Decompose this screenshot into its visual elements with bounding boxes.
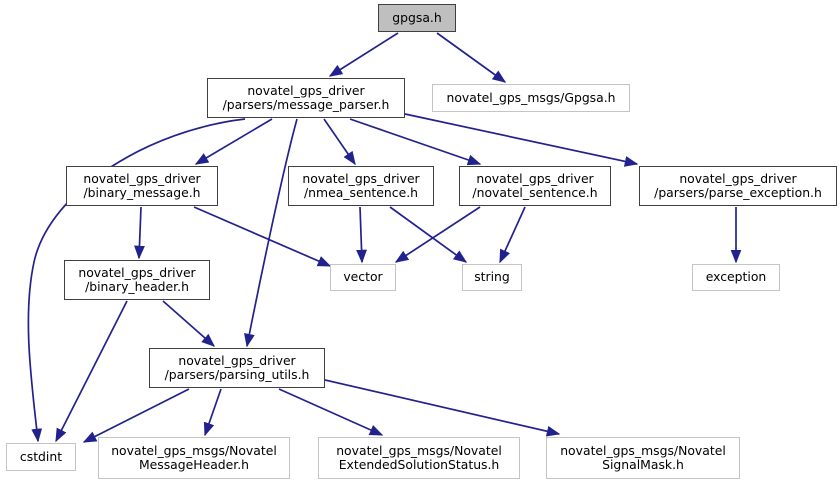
node-label-binary_header: novatel_gps_driver /binary_header.h — [78, 264, 196, 294]
node-ext_status[interactable]: novatel_gps_msgs/Novatel ExtendedSolutio… — [318, 437, 520, 479]
node-label-message_parser: novatel_gps_driver /parsers/message_pars… — [222, 82, 390, 112]
node-label-parsing_utils: novatel_gps_driver /parsers/parsing_util… — [164, 352, 310, 382]
edge-message_parser-to-parsing_utils — [244, 118, 298, 348]
edge-message_parser-to-binary_message — [194, 118, 273, 165]
node-exception[interactable]: exception — [692, 264, 780, 291]
edge-parsing_utils-to-cstdint — [82, 388, 190, 443]
node-label-gpgsa_msg: novatel_gps_msgs/Gpgsa.h — [446, 89, 616, 105]
node-label-binary_message: novatel_gps_driver /binary_message.h — [83, 170, 201, 200]
edge-binary_header-to-parsing_utils — [162, 300, 216, 347]
node-binary_header[interactable]: novatel_gps_driver /binary_header.h — [64, 260, 210, 300]
edge-novatel_sentence-to-string — [499, 206, 526, 264]
edge-gpgsa-to-gpgsa_msg — [436, 32, 507, 83]
node-cstdint[interactable]: cstdint — [6, 443, 76, 471]
edge-binary_header-to-cstdint — [55, 300, 128, 443]
node-gpgsa[interactable]: gpgsa.h — [378, 4, 456, 32]
node-label-ext_status: novatel_gps_msgs/Novatel ExtendedSolutio… — [336, 442, 502, 472]
node-parse_exception[interactable]: novatel_gps_driver /parsers/parse_except… — [639, 166, 837, 206]
edge-parsing_utils-to-signal_mask — [324, 379, 561, 437]
node-vector[interactable]: vector — [330, 264, 396, 291]
node-label-gpgsa: gpgsa.h — [392, 9, 442, 25]
node-label-nmea_sentence: novatel_gps_driver /nmea_sentence.h — [302, 170, 420, 200]
edge-parsing_utils-to-msg_header — [203, 388, 222, 437]
edge-nmea_sentence-to-vector — [356, 206, 367, 264]
node-label-string: string — [474, 269, 510, 285]
node-parsing_utils[interactable]: novatel_gps_driver /parsers/parsing_util… — [149, 348, 325, 388]
node-nmea_sentence[interactable]: novatel_gps_driver /nmea_sentence.h — [288, 166, 434, 206]
edge-message_parser-to-novatel_sentence — [349, 118, 482, 166]
edge-novatel_sentence-to-vector — [394, 206, 481, 263]
node-novatel_sentence[interactable]: novatel_gps_driver /novatel_sentence.h — [459, 166, 611, 206]
edge-binary_message-to-vector — [193, 206, 332, 267]
node-binary_message[interactable]: novatel_gps_driver /binary_message.h — [66, 166, 218, 206]
edge-parsing_utils-to-ext_status — [278, 388, 384, 436]
node-label-msg_header: novatel_gps_msgs/Novatel MessageHeader.h — [111, 442, 277, 472]
edge-gpgsa-to-message_parser — [328, 32, 399, 77]
node-msg_header[interactable]: novatel_gps_msgs/Novatel MessageHeader.h — [98, 437, 290, 479]
node-label-novatel_sentence: novatel_gps_driver /novatel_sentence.h — [472, 170, 598, 200]
node-gpgsa_msg[interactable]: novatel_gps_msgs/Gpgsa.h — [432, 84, 630, 112]
node-label-signal_mask: novatel_gps_msgs/Novatel SignalMask.h — [560, 442, 726, 472]
edge-binary_message-to-binary_header — [134, 206, 145, 260]
node-signal_mask[interactable]: novatel_gps_msgs/Novatel SignalMask.h — [546, 437, 740, 479]
node-string[interactable]: string — [462, 264, 522, 291]
edge-nmea_sentence-to-string — [389, 206, 468, 263]
edge-message_parser-to-parse_exception — [404, 113, 639, 167]
node-label-vector: vector — [343, 269, 383, 285]
edge-message_parser-to-cstdint — [27, 118, 246, 443]
node-label-exception: exception — [705, 269, 767, 285]
node-label-parse_exception: novatel_gps_driver /parsers/parse_except… — [654, 170, 822, 200]
node-message_parser[interactable]: novatel_gps_driver /parsers/message_pars… — [207, 78, 405, 118]
node-label-cstdint: cstdint — [19, 448, 63, 464]
edge-message_parser-to-nmea_sentence — [323, 118, 356, 166]
